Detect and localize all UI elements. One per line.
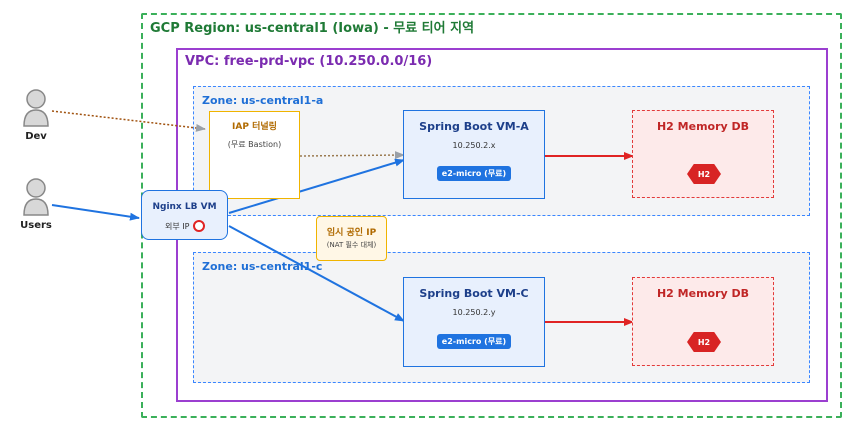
vm-a-machine-badge: e2-micro (무료) bbox=[436, 166, 512, 181]
spring-boot-vm-a[interactable]: Spring Boot VM-A 10.250.2.x e2-micro (무료… bbox=[403, 110, 545, 199]
iap-title: IAP 터널링 bbox=[232, 122, 277, 132]
nginx-external-ip: 외부 IP bbox=[165, 220, 206, 232]
vm-c-machine-badge: e2-micro (무료) bbox=[436, 334, 512, 349]
nginx-title: Nginx LB VM bbox=[152, 202, 217, 212]
db-a-title: H2 Memory DB bbox=[656, 120, 750, 133]
iap-subtitle: (무료 Bastion) bbox=[227, 140, 282, 149]
spring-boot-vm-c[interactable]: Spring Boot VM-C 10.250.2.y e2-micro (무료… bbox=[403, 277, 545, 367]
vm-a-ip: 10.250.2.x bbox=[452, 141, 496, 150]
temporary-public-ip-box[interactable]: 임시 공인 IP (NAT 필수 대체) bbox=[316, 216, 387, 261]
nginx-to-vm-c-arrow bbox=[228, 225, 405, 322]
iap-to-vm-a-arrow bbox=[299, 151, 405, 160]
iap-tunnel-box[interactable]: IAP 터널링 (무료 Bastion) bbox=[209, 111, 300, 199]
hexagon-icon: H2 bbox=[687, 332, 721, 352]
vm-c-ip: 10.250.2.y bbox=[452, 308, 496, 317]
public-ip-title: 임시 공인 IP bbox=[326, 228, 377, 238]
public-ip-subtitle: (NAT 필수 대체) bbox=[326, 241, 377, 249]
zone-c-title: Zone: us-central1-c bbox=[202, 260, 323, 273]
zone-a-title: Zone: us-central1-a bbox=[202, 94, 324, 107]
vm-c-title: Spring Boot VM-C bbox=[419, 287, 529, 300]
region-title: GCP Region: us-central1 (Iowa) - 무료 티어 지… bbox=[150, 21, 475, 36]
vpc-title: VPC: free-prd-vpc (10.250.0.0/16) bbox=[185, 54, 433, 69]
users-user-icon bbox=[20, 177, 52, 217]
dev-label: Dev bbox=[25, 131, 47, 142]
external-ip-label: 외부 IP bbox=[165, 221, 190, 231]
nginx-to-vm-a-arrow bbox=[228, 158, 405, 214]
dev-to-iap-arrow bbox=[51, 110, 206, 132]
hexagon-icon: H2 bbox=[687, 164, 721, 184]
db-c-title: H2 Memory DB bbox=[656, 287, 750, 300]
circle-icon bbox=[193, 220, 206, 232]
users-label: Users bbox=[20, 220, 52, 231]
users-to-nginx-arrow bbox=[51, 204, 140, 221]
h2-memory-db-c[interactable]: H2 Memory DB H2 bbox=[632, 277, 774, 366]
vm-a-title: Spring Boot VM-A bbox=[419, 120, 529, 133]
dev-user-icon bbox=[20, 88, 52, 128]
nginx-lb-vm[interactable]: Nginx LB VM 외부 IP bbox=[141, 190, 228, 240]
h2-memory-db-a[interactable]: H2 Memory DB H2 bbox=[632, 110, 774, 198]
